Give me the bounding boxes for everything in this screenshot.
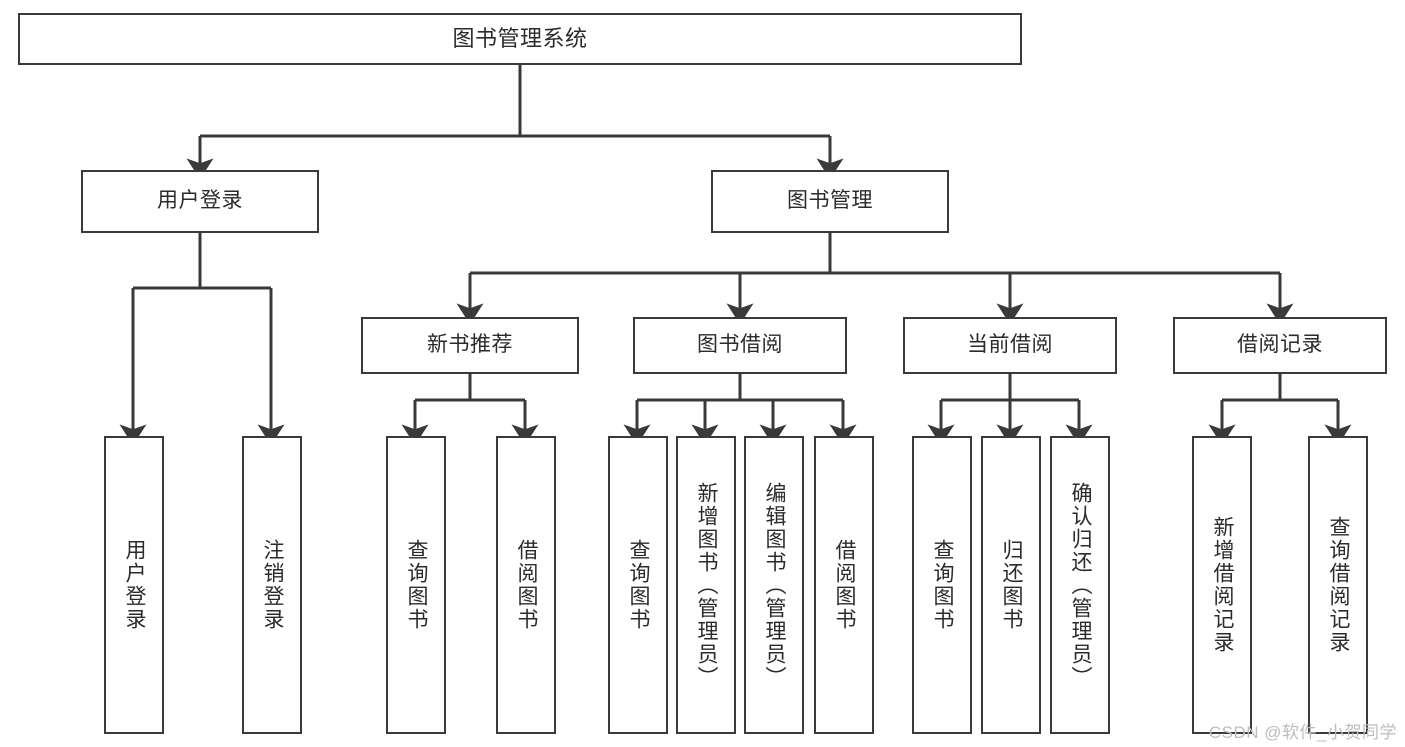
node-root-book-management-system[interactable]: 图书管理系统 [18,13,1022,65]
node-label: 新增借阅记录 [1210,516,1234,654]
leaf-return-book[interactable]: 归还图书 [981,436,1041,734]
leaf-borrow-book-newbook[interactable]: 借阅图书 [496,436,556,734]
watermark: CSDN @软件_小贺同学 [1208,723,1397,742]
node-label: 确认归还（管理员） [1068,481,1092,689]
node-label: 用户登录 [122,539,146,631]
node-label: 图书管理系统 [452,26,588,52]
node-label: 新增图书（管理员） [694,481,718,689]
node-label: 用户登录 [157,189,243,213]
node-label: 查询图书 [930,539,954,631]
node-label: 查询图书 [626,539,650,631]
leaf-query-book-newbook[interactable]: 查询图书 [386,436,446,734]
node-book-borrowing[interactable]: 图书借阅 [633,317,847,374]
leaf-add-book-admin[interactable]: 新增图书（管理员） [676,436,736,734]
node-label: 借阅图书 [832,539,856,631]
leaf-confirm-return-admin[interactable]: 确认归还（管理员） [1050,436,1110,734]
leaf-borrow-book[interactable]: 借阅图书 [814,436,874,734]
node-label: 借阅图书 [514,539,538,631]
node-label: 新书推荐 [427,333,513,357]
leaf-query-borrow-record[interactable]: 查询借阅记录 [1308,436,1368,734]
node-book-management[interactable]: 图书管理 [711,170,949,233]
node-borrow-records[interactable]: 借阅记录 [1173,317,1387,374]
node-current-borrowing[interactable]: 当前借阅 [903,317,1117,374]
node-label: 图书借阅 [697,333,783,357]
leaf-user-login[interactable]: 用户登录 [104,436,164,734]
node-new-book-recommendation[interactable]: 新书推荐 [361,317,579,374]
leaf-logout[interactable]: 注销登录 [242,436,302,734]
node-label: 借阅记录 [1237,333,1323,357]
leaf-edit-book-admin[interactable]: 编辑图书（管理员） [744,436,804,734]
leaf-query-book-current[interactable]: 查询图书 [912,436,972,734]
leaf-query-book-borrow[interactable]: 查询图书 [608,436,668,734]
node-label: 查询借阅记录 [1326,516,1350,654]
node-user-login[interactable]: 用户登录 [81,170,319,233]
leaf-add-borrow-record[interactable]: 新增借阅记录 [1192,436,1252,734]
node-label: 编辑图书（管理员） [762,481,786,689]
node-label: 归还图书 [999,539,1023,631]
node-label: 当前借阅 [967,333,1053,357]
node-label: 查询图书 [404,539,428,631]
node-label: 注销登录 [260,539,284,631]
node-label: 图书管理 [787,189,873,213]
